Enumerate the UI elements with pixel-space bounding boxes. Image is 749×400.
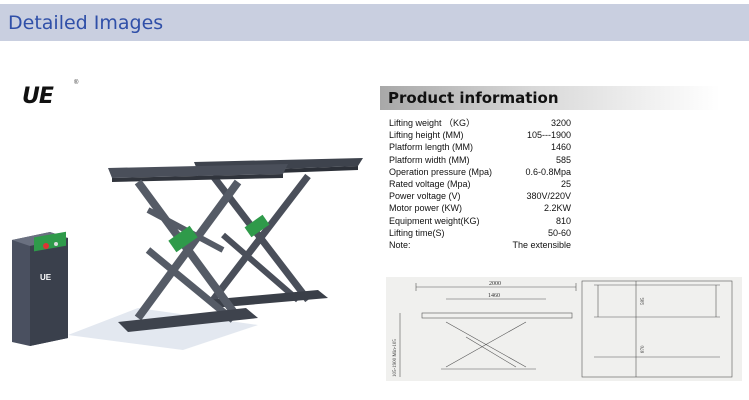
spec-value: 105---1900 <box>526 130 571 141</box>
spec-label: Lifting time(S) <box>389 227 445 238</box>
spec-label: Lifting weight （KG） <box>389 118 476 128</box>
spec-row: Lifting height (MM) 105---1900 <box>389 129 571 141</box>
spec-label: Rated voltage (Mpa) <box>389 178 471 189</box>
dim-total: 2000 <box>489 281 501 287</box>
front-lift-platform <box>108 164 288 332</box>
logo-text: UE <box>22 84 54 109</box>
spec-value: 1460 <box>550 142 571 153</box>
spec-value: 25 <box>560 178 571 189</box>
product-info-title: Product information <box>388 89 559 107</box>
spec-row: Lifting time(S) 50-60 <box>389 227 571 239</box>
product-info-banner: Product information <box>380 86 720 110</box>
section-title: Detailed Images <box>8 12 164 34</box>
spec-label: Motor power (KW) <box>389 203 463 214</box>
spec-value: 3200 <box>550 118 571 128</box>
rear-lift-platform <box>194 158 363 308</box>
spec-row: Lifting weight （KG） 3200 <box>389 117 571 129</box>
technical-drawing: 2000 1460 105-1900 Min-105 585 870 <box>386 277 742 381</box>
dim-width: 585 <box>641 297 646 305</box>
spec-row: Power voltage (V) 380V/220V <box>389 190 571 202</box>
spec-row: Rated voltage (Mpa) 25 <box>389 178 571 190</box>
spec-row: Platform width (MM) 585 <box>389 154 571 166</box>
spec-label: Equipment weight(KG) <box>389 215 480 226</box>
brand-logo: UE ® <box>22 80 78 109</box>
spec-label: Operation pressure (Mpa) <box>389 166 493 177</box>
spec-value: 2.2KW <box>543 203 571 214</box>
spec-row: Operation pressure (Mpa) 0.6-0.8Mpa <box>389 166 571 178</box>
dim-overall-width: 870 <box>641 345 646 353</box>
control-box: UE <box>12 231 68 346</box>
spec-value: 0.6-0.8Mpa <box>525 166 571 177</box>
spec-value: The extensible <box>512 239 571 250</box>
control-box-label: UE <box>40 273 52 282</box>
section-header: Detailed Images <box>0 4 749 41</box>
spec-label: Platform length (MM) <box>389 142 474 153</box>
spec-label: Power voltage (V) <box>389 191 461 202</box>
spec-value: 585 <box>555 154 571 165</box>
spec-row: Motor power (KW) 2.2KW <box>389 202 571 214</box>
spec-row: Note: The extensible <box>389 239 571 251</box>
spec-row: Equipment weight(KG) 810 <box>389 215 571 227</box>
spec-label: Lifting height (MM) <box>389 130 464 141</box>
spec-label: Note: <box>389 239 411 250</box>
spec-value: 50-60 <box>547 227 571 238</box>
registered-mark: ® <box>74 80 79 86</box>
product-image: UE <box>12 158 363 350</box>
dim-platform: 1460 <box>488 293 500 299</box>
spec-row: Platform length (MM) 1460 <box>389 141 571 153</box>
spec-value: 380V/220V <box>526 191 571 202</box>
spec-value: 810 <box>555 215 571 226</box>
spec-label: Platform width (MM) <box>389 154 470 165</box>
dim-height: 105-1900 Min-105 <box>393 339 398 377</box>
